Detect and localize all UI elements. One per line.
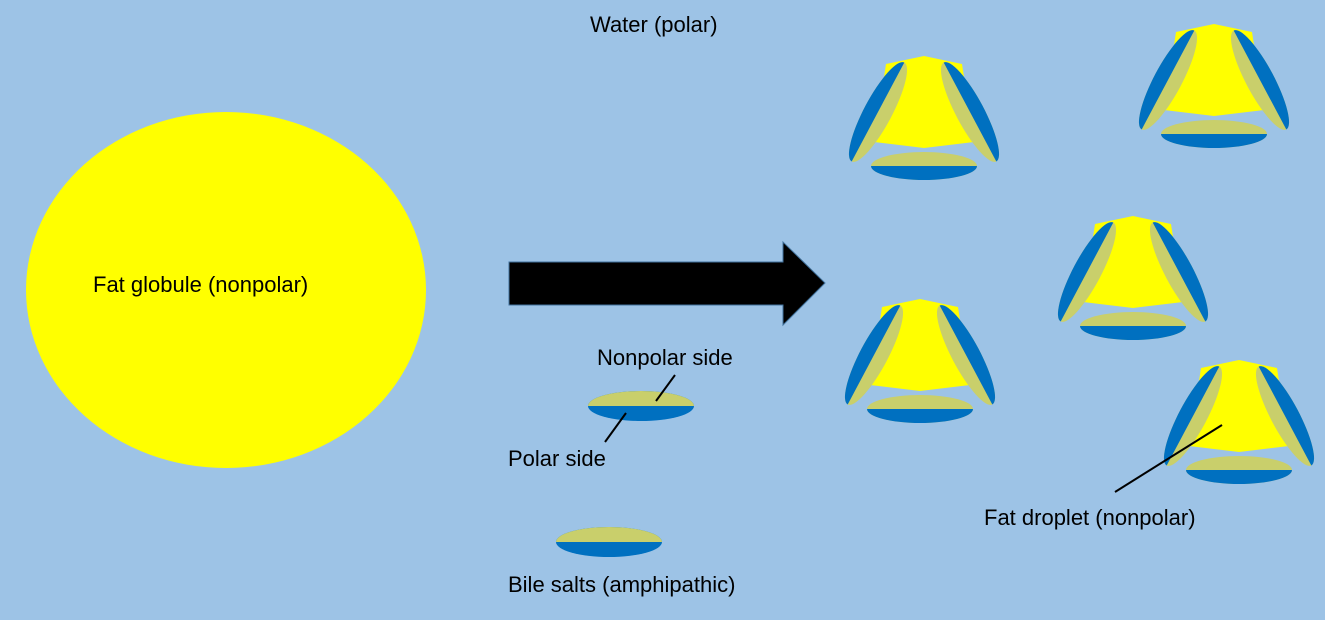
fat-droplet-4 (835, 299, 1004, 423)
nonpolar-side-label: Nonpolar side (597, 345, 733, 370)
fat-globule-label: Fat globule (nonpolar) (93, 272, 309, 297)
polar-side-label: Polar side (508, 446, 606, 471)
fat-globule (26, 112, 426, 468)
polar-side-pointer (604, 412, 627, 443)
right-arrow-icon (508, 240, 826, 327)
fat-droplet-3 (1048, 216, 1217, 340)
fat-droplet-1 (839, 56, 1008, 180)
fat-droplet-pointer (1114, 424, 1223, 493)
bile-salts-label: Bile salts (amphipathic) (508, 572, 736, 597)
water-label: Water (polar) (590, 12, 718, 37)
fat-droplet-5 (1154, 360, 1323, 484)
nonpolar-side-pointer (655, 374, 676, 402)
fat-droplet-label: Fat droplet (nonpolar) (984, 505, 1196, 530)
bile-salt (556, 527, 662, 557)
fat-droplet-2 (1129, 24, 1298, 148)
bile-salt-labeled (588, 391, 694, 421)
